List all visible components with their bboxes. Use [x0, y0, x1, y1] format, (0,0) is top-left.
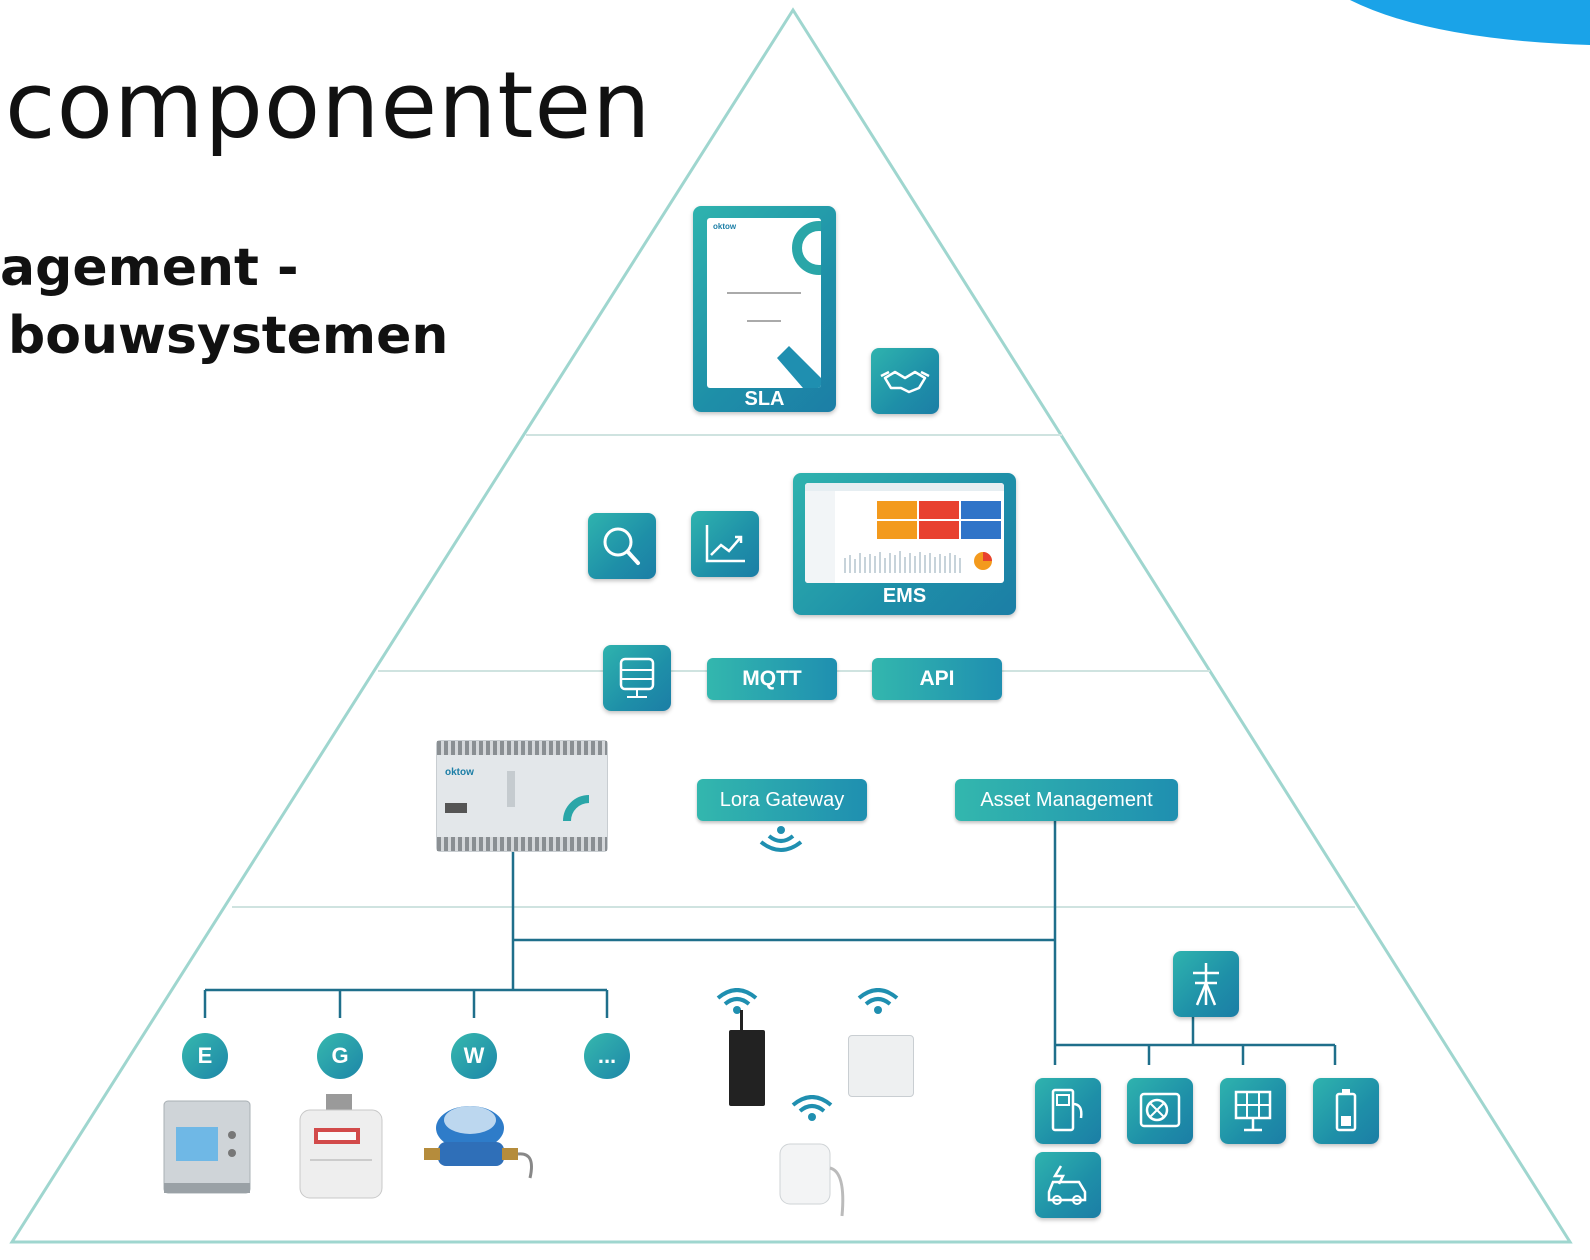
sla-label: SLA — [744, 388, 785, 410]
search-tile[interactable] — [588, 513, 656, 579]
wifi-icon — [716, 988, 758, 1014]
meter-more-circle[interactable]: ... — [584, 1033, 630, 1079]
lora-sensor-device — [729, 1030, 765, 1106]
electricity-meter-image — [163, 1100, 251, 1194]
chart-icon — [705, 525, 745, 563]
server-icon — [619, 657, 655, 698]
meter-g-circle[interactable]: G — [317, 1033, 363, 1079]
controller-brand: oktow — [445, 767, 474, 778]
controller-terminals-top — [437, 741, 607, 755]
asset-management-pill[interactable]: Asset Management — [955, 779, 1178, 821]
solar-panel-icon — [1234, 1090, 1272, 1132]
meter-w-circle[interactable]: W — [451, 1033, 497, 1079]
chart-tile[interactable] — [691, 511, 759, 577]
api-pill[interactable]: API — [872, 658, 1002, 700]
battery-icon — [1335, 1089, 1357, 1132]
ev-charger-tile[interactable] — [1035, 1078, 1101, 1144]
lora-plug-device — [779, 1143, 845, 1217]
controller-terminals-bottom — [437, 837, 607, 851]
corner-blob — [1350, 0, 1590, 45]
slide-title: componenten — [5, 52, 652, 159]
ems-screen — [805, 483, 1004, 583]
sla-doc-brand: oktow — [713, 222, 737, 231]
pyramid-outline — [9, 7, 1573, 1244]
tower-icon — [1193, 963, 1219, 1006]
fan-tile[interactable] — [1127, 1078, 1193, 1144]
ev-charger-icon — [1051, 1088, 1083, 1132]
tower-tile[interactable] — [1173, 951, 1239, 1017]
lora-sensor-antenna — [740, 1010, 743, 1032]
controller-graphic — [445, 771, 590, 822]
ev-car-icon — [1047, 1165, 1087, 1205]
lora-thermostat-device — [848, 1035, 914, 1097]
slide-subtitle-line2: bouwsystemen — [8, 306, 449, 366]
ems-label: EMS — [882, 585, 927, 607]
gas-meter-image — [299, 1094, 383, 1199]
lora-gateway-pill[interactable]: Lora Gateway — [697, 779, 867, 821]
battery-tile[interactable] — [1313, 1078, 1379, 1144]
ev-car-tile[interactable] — [1035, 1152, 1101, 1218]
meter-e-circle[interactable]: E — [182, 1033, 228, 1079]
solar-panel-tile[interactable] — [1220, 1078, 1286, 1144]
slide-subtitle-line1: agement - — [0, 238, 299, 298]
server-tile[interactable] — [603, 645, 671, 711]
wifi-icon — [791, 1095, 833, 1121]
search-icon — [603, 527, 640, 565]
fan-icon — [1139, 1092, 1181, 1128]
controller-device: oktow — [436, 740, 608, 852]
handshake-icon — [880, 370, 930, 394]
ems-dashboard-graphic — [805, 483, 1004, 583]
mqtt-pill[interactable]: MQTT — [707, 658, 837, 700]
wifi-icon — [857, 988, 899, 1014]
handshake-tile[interactable] — [871, 348, 939, 414]
sla-document: oktow — [707, 218, 821, 388]
sla-tile[interactable]: oktow SLA — [693, 206, 836, 412]
ems-tile[interactable]: EMS — [793, 473, 1016, 615]
water-meter-image — [424, 1106, 533, 1179]
sla-doc-graphic — [727, 221, 821, 388]
wifi-icon — [759, 826, 803, 852]
